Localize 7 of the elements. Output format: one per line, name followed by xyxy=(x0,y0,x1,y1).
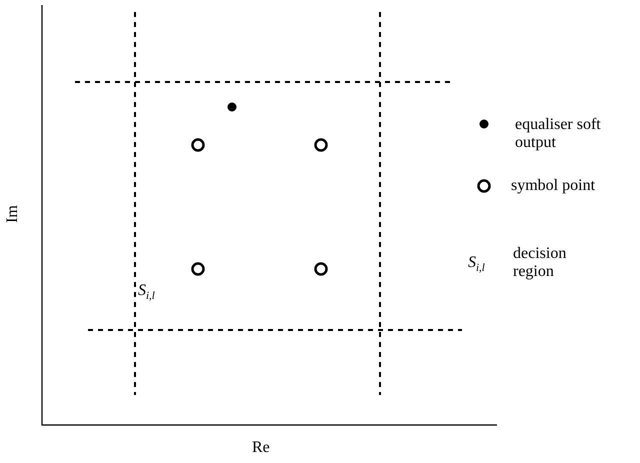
axis-label: Re xyxy=(252,439,270,457)
legend-sample-label: S$_{i,l}$ xyxy=(468,254,485,276)
region-label: S$_{i,l}$ xyxy=(138,282,155,304)
legend-text: decision region xyxy=(513,245,568,281)
axis-label: Im xyxy=(4,205,22,223)
legend-text: equaliser soft output xyxy=(515,116,602,152)
legend-text: symbol point xyxy=(511,177,596,195)
